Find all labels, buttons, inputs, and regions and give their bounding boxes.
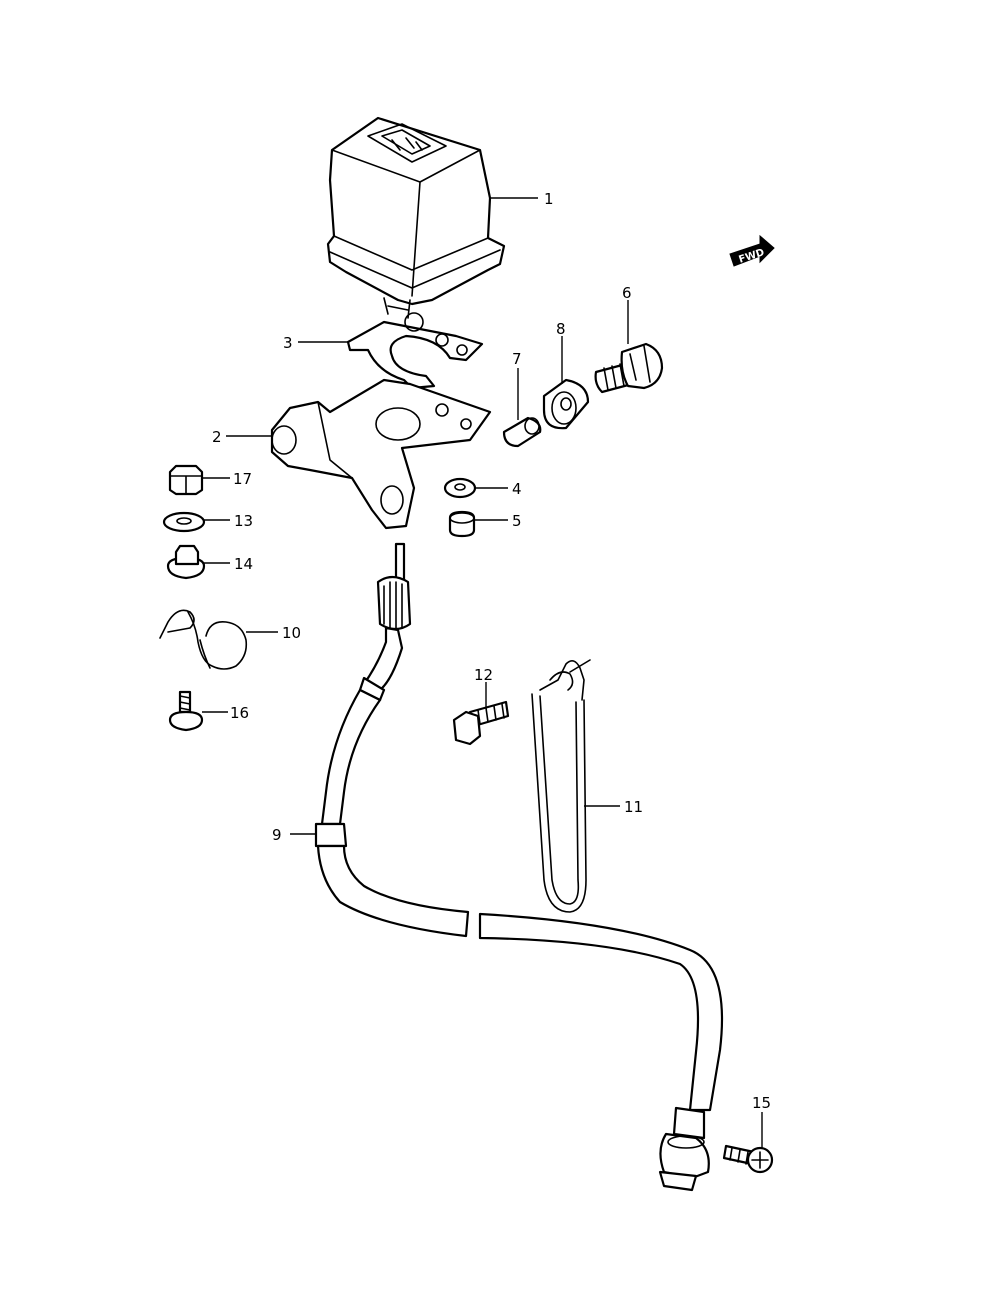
callout-7: 7 bbox=[512, 350, 522, 368]
grommet-part bbox=[542, 378, 590, 430]
callout-13: 13 bbox=[234, 512, 253, 530]
callout-5: 5 bbox=[512, 512, 522, 530]
strap-part bbox=[531, 659, 591, 913]
callout-14: 14 bbox=[234, 555, 253, 573]
spacer-part bbox=[502, 416, 542, 448]
callout-10: 10 bbox=[282, 624, 301, 642]
relay-box-part bbox=[326, 116, 506, 319]
callout-15: 15 bbox=[752, 1094, 771, 1112]
callout-4: 4 bbox=[512, 480, 522, 498]
callout-9: 9 bbox=[272, 826, 282, 844]
callout-17: 17 bbox=[233, 470, 252, 488]
screw-part bbox=[168, 690, 204, 732]
cable-part bbox=[314, 542, 724, 1192]
callout-11: 11 bbox=[624, 798, 643, 816]
callout-1: 1 bbox=[544, 190, 554, 208]
callout-16: 16 bbox=[230, 704, 249, 722]
wire-clip-part bbox=[159, 609, 248, 670]
flange-bolt-part bbox=[452, 700, 510, 746]
pan-screw-part bbox=[722, 1144, 774, 1174]
callout-12: 12 bbox=[474, 666, 493, 684]
flange-nut-part bbox=[166, 544, 206, 580]
bracket-part bbox=[270, 378, 492, 530]
washer-part bbox=[443, 477, 477, 499]
callout-3: 3 bbox=[283, 334, 293, 352]
fwd-arrow-icon: FWD bbox=[729, 234, 775, 267]
callout-2: 2 bbox=[212, 428, 222, 446]
callout-6: 6 bbox=[622, 284, 632, 302]
hex-nut-part bbox=[168, 464, 204, 496]
plate-part bbox=[346, 312, 484, 390]
leader-lines bbox=[202, 197, 763, 1148]
flat-washer-part bbox=[162, 511, 206, 533]
bolt-part bbox=[594, 342, 664, 394]
callout-8: 8 bbox=[556, 320, 566, 338]
nut-part bbox=[448, 510, 476, 538]
